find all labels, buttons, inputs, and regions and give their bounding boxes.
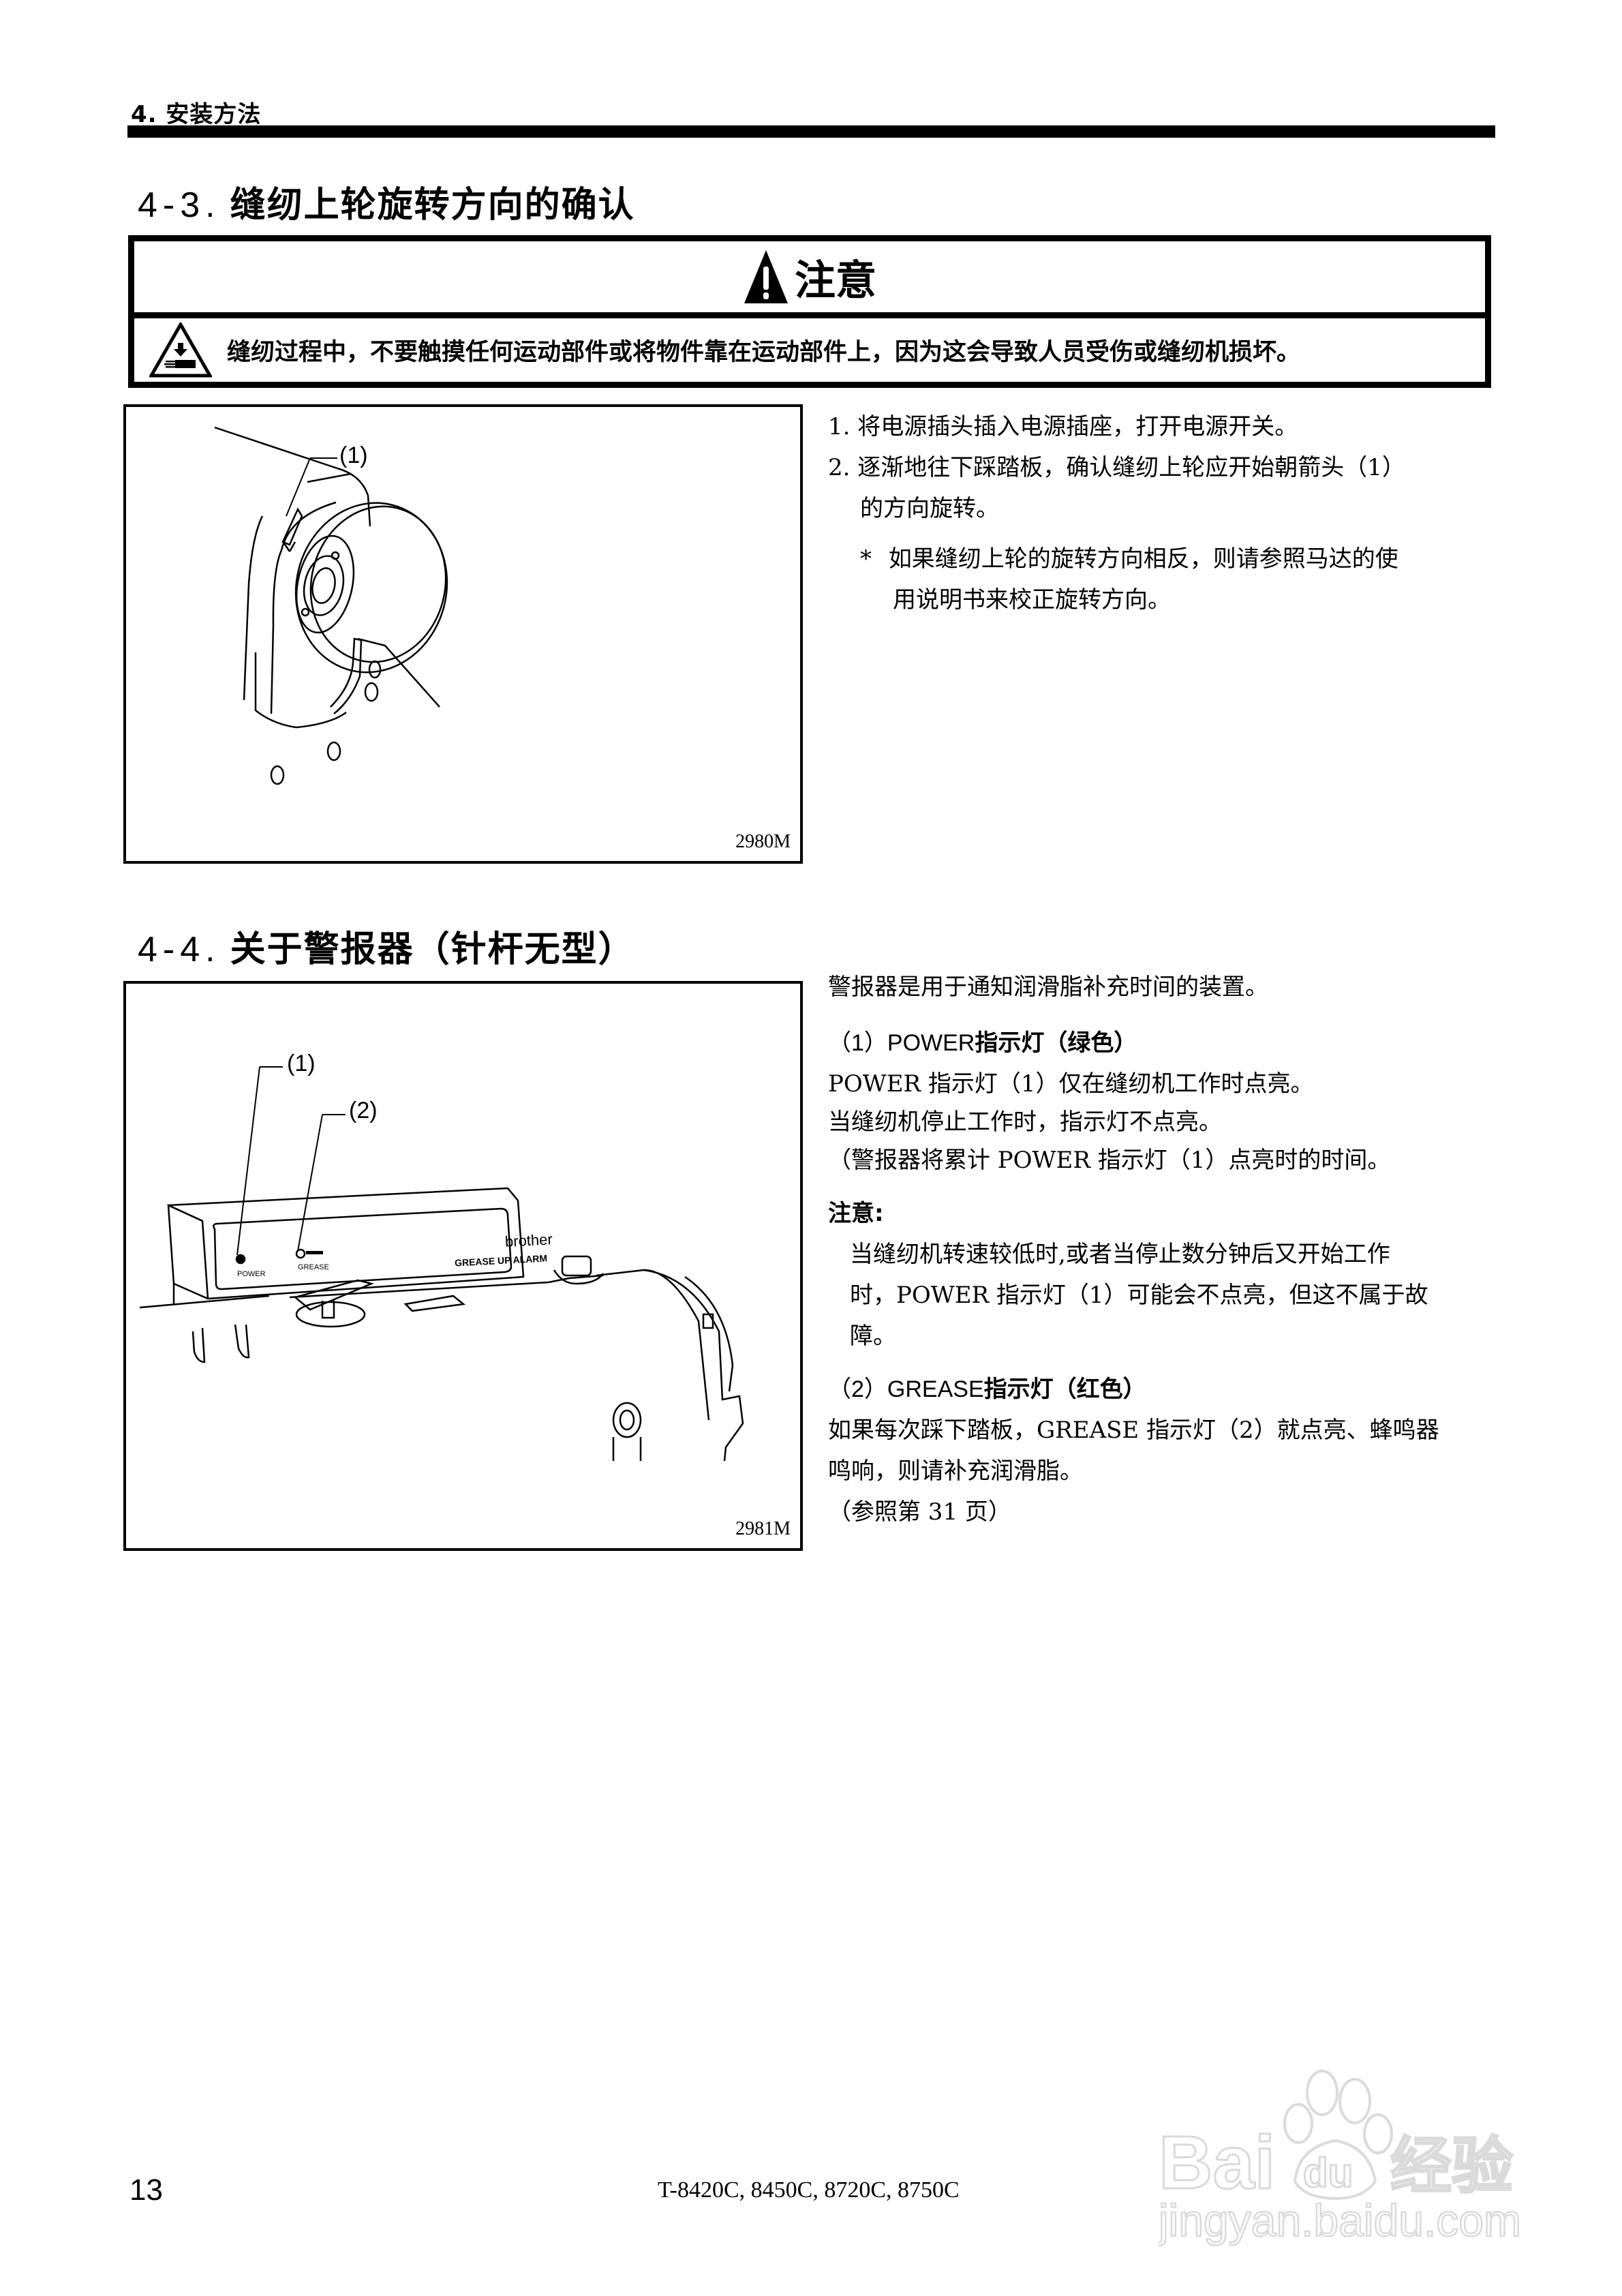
hand-crush-warning-icon bbox=[149, 322, 212, 377]
step-2: 2. 逐渐地往下踩踏板，确认缝纫上轮应开始朝箭头（1） bbox=[828, 447, 1405, 488]
figure-pulley-rotation: (1) 2980M bbox=[123, 404, 803, 864]
heading-bold: 指示灯（绿色） bbox=[975, 1029, 1137, 1057]
panel-brand: brother bbox=[504, 1230, 553, 1250]
section-title-text: 关于警报器（针杆无型） bbox=[230, 929, 635, 970]
note-line-1: 当缝纫机转速较低时,或者当停止数分钟后又开始工作 bbox=[850, 1241, 1390, 1268]
callout-2: (2) bbox=[349, 1098, 378, 1123]
power-line-3: （警报器将累计 POWER 指示灯（1）点亮时的时间。 bbox=[828, 1147, 1391, 1174]
panel-led-grease-label: GREASE bbox=[298, 1263, 329, 1271]
running-header: 4. 安装方法 bbox=[131, 101, 262, 128]
note-continued: 用说明书来校正旋转方向。 bbox=[893, 586, 1171, 614]
note-line-2: 时，POWER 指示灯（1）可能会不点亮，但这不属于故 bbox=[850, 1282, 1428, 1309]
grease-line-2: 鸣响，则请补充润滑脂。 bbox=[828, 1457, 1083, 1485]
page-number: 13 bbox=[129, 2173, 163, 2207]
heading-bold: 指示灯（红色） bbox=[983, 1376, 1146, 1403]
note-line-3: 障。 bbox=[850, 1323, 896, 1350]
figure-grease-alarm: (1) (2) brother GREASE UP ALARM POWER GR… bbox=[123, 981, 803, 1551]
caution-box: 注意 缝纫过程中，不要触摸任何运动部件或将物件靠在运动部件上，因为这会导致人员受… bbox=[128, 235, 1491, 388]
step-list: 1. 将电源插头插入电源插座，打开电源开关。 2. 逐渐地往下踩踏板，确认缝纫上… bbox=[828, 406, 1405, 620]
section-title-4-4: 4-4.关于警报器（针杆无型） bbox=[138, 920, 635, 971]
section-number: 4-4. bbox=[138, 930, 221, 969]
figure-id: 2980M bbox=[735, 831, 791, 852]
heading-prefix: （1）POWER bbox=[828, 1030, 975, 1056]
step-2-continued: 的方向旋转。 bbox=[860, 495, 999, 522]
baidu-watermark-logo: Bai du 经验 jingyan.baidu.com bbox=[1159, 2070, 1522, 2246]
power-led-heading: （1）POWER指示灯（绿色） bbox=[828, 1023, 1439, 1063]
section-title-4-3: 4-3.缝纫上轮旋转方向的确认 bbox=[138, 176, 635, 227]
watermark-url: jingyan.baidu.com bbox=[1159, 2195, 1521, 2246]
pulley-illustration bbox=[214, 426, 448, 785]
power-line-1: POWER 指示灯（1）仅在缝纫机工作时点亮。 bbox=[828, 1070, 1314, 1098]
note: * 如果缝纫上轮的旋转方向相反，则请参照马达的使 bbox=[828, 539, 1405, 579]
watermark-bai: Bai bbox=[1159, 2121, 1275, 2205]
caution-title: 注意 bbox=[795, 256, 876, 305]
grease-line-1: 如果每次踩下踏板，GREASE 指示灯（2）就点亮、蜂鸣器 bbox=[828, 1417, 1439, 1444]
caution-message: 缝纫过程中，不要触摸任何运动部件或将物件靠在运动部件上，因为这会导致人员受伤或缝… bbox=[227, 339, 1301, 366]
warning-triangle-icon bbox=[744, 250, 788, 303]
svg-text:du: du bbox=[1303, 2150, 1353, 2196]
grease-alarm-illustration bbox=[139, 1066, 744, 1462]
step-marker: 2. bbox=[828, 454, 851, 481]
grease-led-heading: （2）GREASE指示灯（红色） bbox=[828, 1369, 1439, 1410]
note-marker: * bbox=[860, 545, 872, 573]
callout-1: (1) bbox=[287, 1051, 316, 1076]
section-title-text: 缝纫上轮旋转方向的确认 bbox=[230, 185, 635, 226]
step-text: 将电源插头插入电源插座，打开电源开关。 bbox=[857, 413, 1298, 440]
step-1: 1. 将电源插头插入电源插座，打开电源开关。 bbox=[828, 406, 1405, 447]
panel-led-power-label: POWER bbox=[237, 1270, 266, 1278]
model-list: T-8420C, 8450C, 8720C, 8750C bbox=[658, 2177, 960, 2203]
caution-body: 缝纫过程中，不要触摸任何运动部件或将物件靠在运动部件上，因为这会导致人员受伤或缝… bbox=[134, 318, 1485, 382]
alarm-description: 警报器是用于通知润滑脂补充时间的装置。 （1）POWER指示灯（绿色） POWE… bbox=[828, 967, 1439, 1532]
callout-1: (1) bbox=[339, 442, 368, 468]
svg-text:经验: 经验 bbox=[1390, 2130, 1513, 2202]
caution-header: 注意 bbox=[134, 241, 1485, 318]
header-rule bbox=[127, 125, 1495, 138]
power-line-2: 当缝纫机停止工作时，指示灯不点亮。 bbox=[828, 1108, 1222, 1136]
grease-line-3: （参照第 31 页） bbox=[828, 1498, 1011, 1526]
intro-text: 警报器是用于通知润滑脂补充时间的装置。 bbox=[828, 973, 1268, 1001]
heading-prefix: （2）GREASE bbox=[828, 1376, 984, 1402]
note-text: 如果缝纫上轮的旋转方向相反，则请参照马达的使 bbox=[888, 545, 1398, 573]
section-number: 4-3. bbox=[138, 185, 221, 225]
step-text: 逐渐地往下踩踏板，确认缝纫上轮应开始朝箭头（1） bbox=[857, 454, 1405, 481]
note-label: 注意: bbox=[828, 1200, 884, 1227]
step-marker: 1. bbox=[828, 413, 851, 440]
figure-id: 2981M bbox=[735, 1518, 791, 1539]
